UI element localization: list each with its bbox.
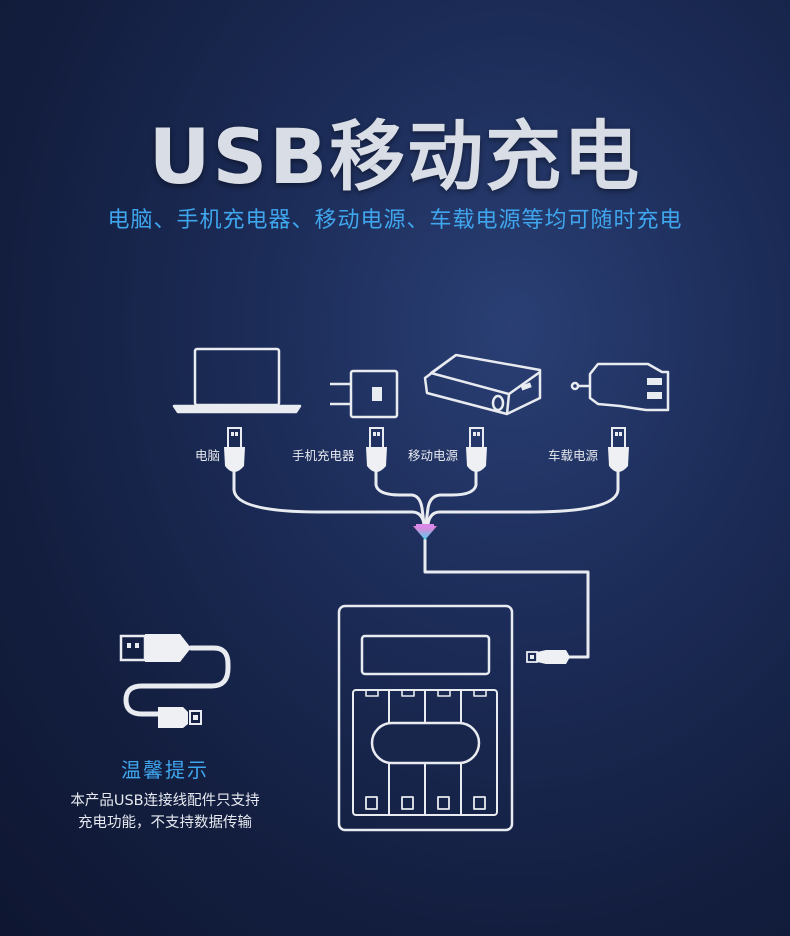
usb-plug-car-charger bbox=[608, 427, 629, 472]
tips-title: 温馨提示 bbox=[121, 758, 209, 782]
power-bank-icon bbox=[423, 353, 542, 416]
battery-charger-icon bbox=[337, 604, 514, 832]
page-title: USB移动充电 bbox=[148, 112, 642, 201]
label-car-charger: 车载电源 bbox=[548, 448, 599, 463]
label-computer: 电脑 bbox=[195, 448, 221, 463]
tips-line-1: 本产品USB连接线配件只支持 bbox=[70, 793, 260, 809]
cable-lines bbox=[232, 468, 620, 659]
tips-line-2: 充电功能，不支持数据传输 bbox=[78, 815, 252, 831]
micro-usb-plug-icon bbox=[526, 650, 570, 664]
laptop-icon bbox=[172, 347, 302, 414]
hub-connector-icon bbox=[413, 524, 437, 540]
usb-plug-phone-charger bbox=[366, 427, 387, 472]
tips-text: 本产品USB连接线配件只支持 充电功能，不支持数据传输 bbox=[40, 790, 290, 834]
usb-plug-computer bbox=[224, 427, 245, 472]
label-phone-charger: 手机充电器 bbox=[292, 448, 355, 463]
usb-cable-icon bbox=[119, 634, 231, 728]
label-power-bank: 移动电源 bbox=[408, 448, 459, 463]
page-subtitle: 电脑、手机充电器、移动电源、车载电源等均可随时充电 bbox=[107, 208, 683, 233]
usb-plug-power-bank bbox=[466, 427, 487, 472]
wall-adapter-icon bbox=[330, 369, 399, 419]
car-charger-icon bbox=[570, 362, 670, 412]
